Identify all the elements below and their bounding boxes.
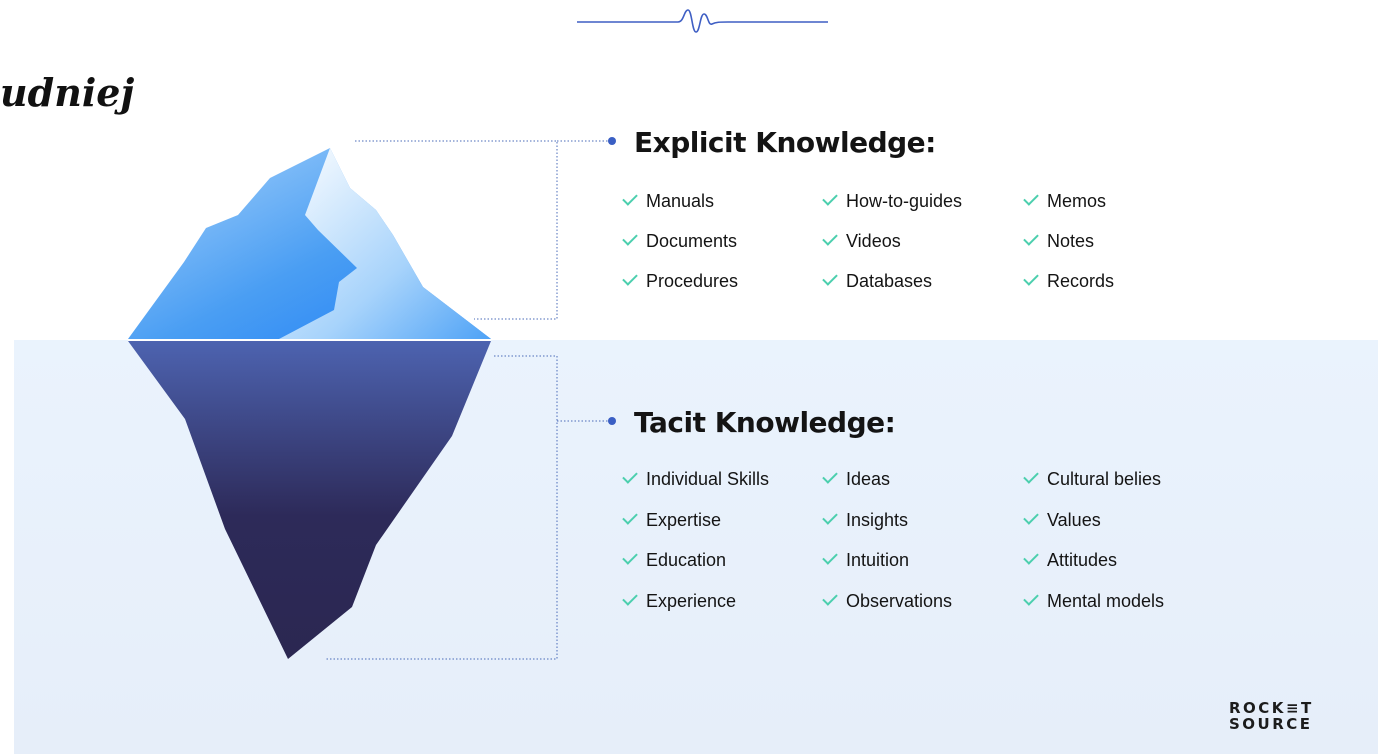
- tacit-colon: :: [884, 406, 896, 439]
- list-item: Notes: [1023, 230, 1094, 251]
- check-icon: [622, 468, 638, 484]
- tacit-knowledge-heading: Tacit Knowledge:: [634, 406, 896, 439]
- check-icon: [1023, 468, 1039, 484]
- check-icon: [1023, 509, 1039, 525]
- check-icon: [822, 270, 838, 286]
- check-icon: [622, 590, 638, 606]
- list-item: Ideas: [822, 468, 890, 489]
- check-icon: [822, 468, 838, 484]
- list-item: Documents: [622, 230, 737, 251]
- check-icon: [822, 509, 838, 525]
- check-icon: [622, 190, 638, 206]
- list-item: Education: [622, 549, 726, 570]
- check-icon: [822, 549, 838, 565]
- explicit-colon: :: [925, 126, 936, 159]
- list-item: Videos: [822, 230, 901, 251]
- check-icon: [622, 270, 638, 286]
- check-icon: [1023, 230, 1039, 246]
- logo-line-2: SOURCE: [1229, 715, 1313, 733]
- list-item: Individual Skills: [622, 468, 769, 489]
- logo-line-1: ROCK≡T: [1229, 699, 1314, 717]
- list-item: Values: [1023, 509, 1101, 530]
- wave-icon: [577, 9, 828, 33]
- rocketsource-logo: ROCK≡T SOURCE: [1229, 700, 1314, 732]
- tacit-connector: [326, 355, 608, 660]
- check-icon: [1023, 549, 1039, 565]
- check-icon: [1023, 190, 1039, 206]
- list-item: Insights: [822, 509, 908, 530]
- list-item: How-to-guides: [822, 190, 962, 211]
- check-icon: [822, 190, 838, 206]
- explicit-knowledge-title: Explicit Knowledge: [634, 126, 926, 159]
- check-icon: [622, 509, 638, 525]
- list-item: Mental models: [1023, 590, 1164, 611]
- check-icon: [822, 230, 838, 246]
- list-item: Observations: [822, 590, 952, 611]
- list-item: Attitudes: [1023, 549, 1117, 570]
- list-item: Memos: [1023, 190, 1106, 211]
- explicit-knowledge-heading: Explicit Knowledge:: [634, 126, 936, 159]
- check-icon: [622, 230, 638, 246]
- bullet-dot-icon: [608, 417, 616, 425]
- bullet-dot-icon: [608, 137, 616, 145]
- list-item: Expertise: [622, 509, 721, 530]
- iceberg-illustration: [128, 148, 491, 659]
- check-icon: [822, 590, 838, 606]
- list-item: Experience: [622, 590, 736, 611]
- check-icon: [1023, 590, 1039, 606]
- check-icon: [622, 549, 638, 565]
- page-title: udniej: [0, 70, 135, 115]
- check-icon: [1023, 270, 1039, 286]
- list-item: Cultural belies: [1023, 468, 1161, 489]
- explicit-connector: [355, 140, 608, 320]
- list-item: Databases: [822, 270, 932, 291]
- list-item: Intuition: [822, 549, 909, 570]
- list-item: Procedures: [622, 270, 738, 291]
- list-item: Manuals: [622, 190, 714, 211]
- list-item: Records: [1023, 270, 1114, 291]
- tacit-knowledge-title: Tacit Knowledge: [634, 406, 885, 439]
